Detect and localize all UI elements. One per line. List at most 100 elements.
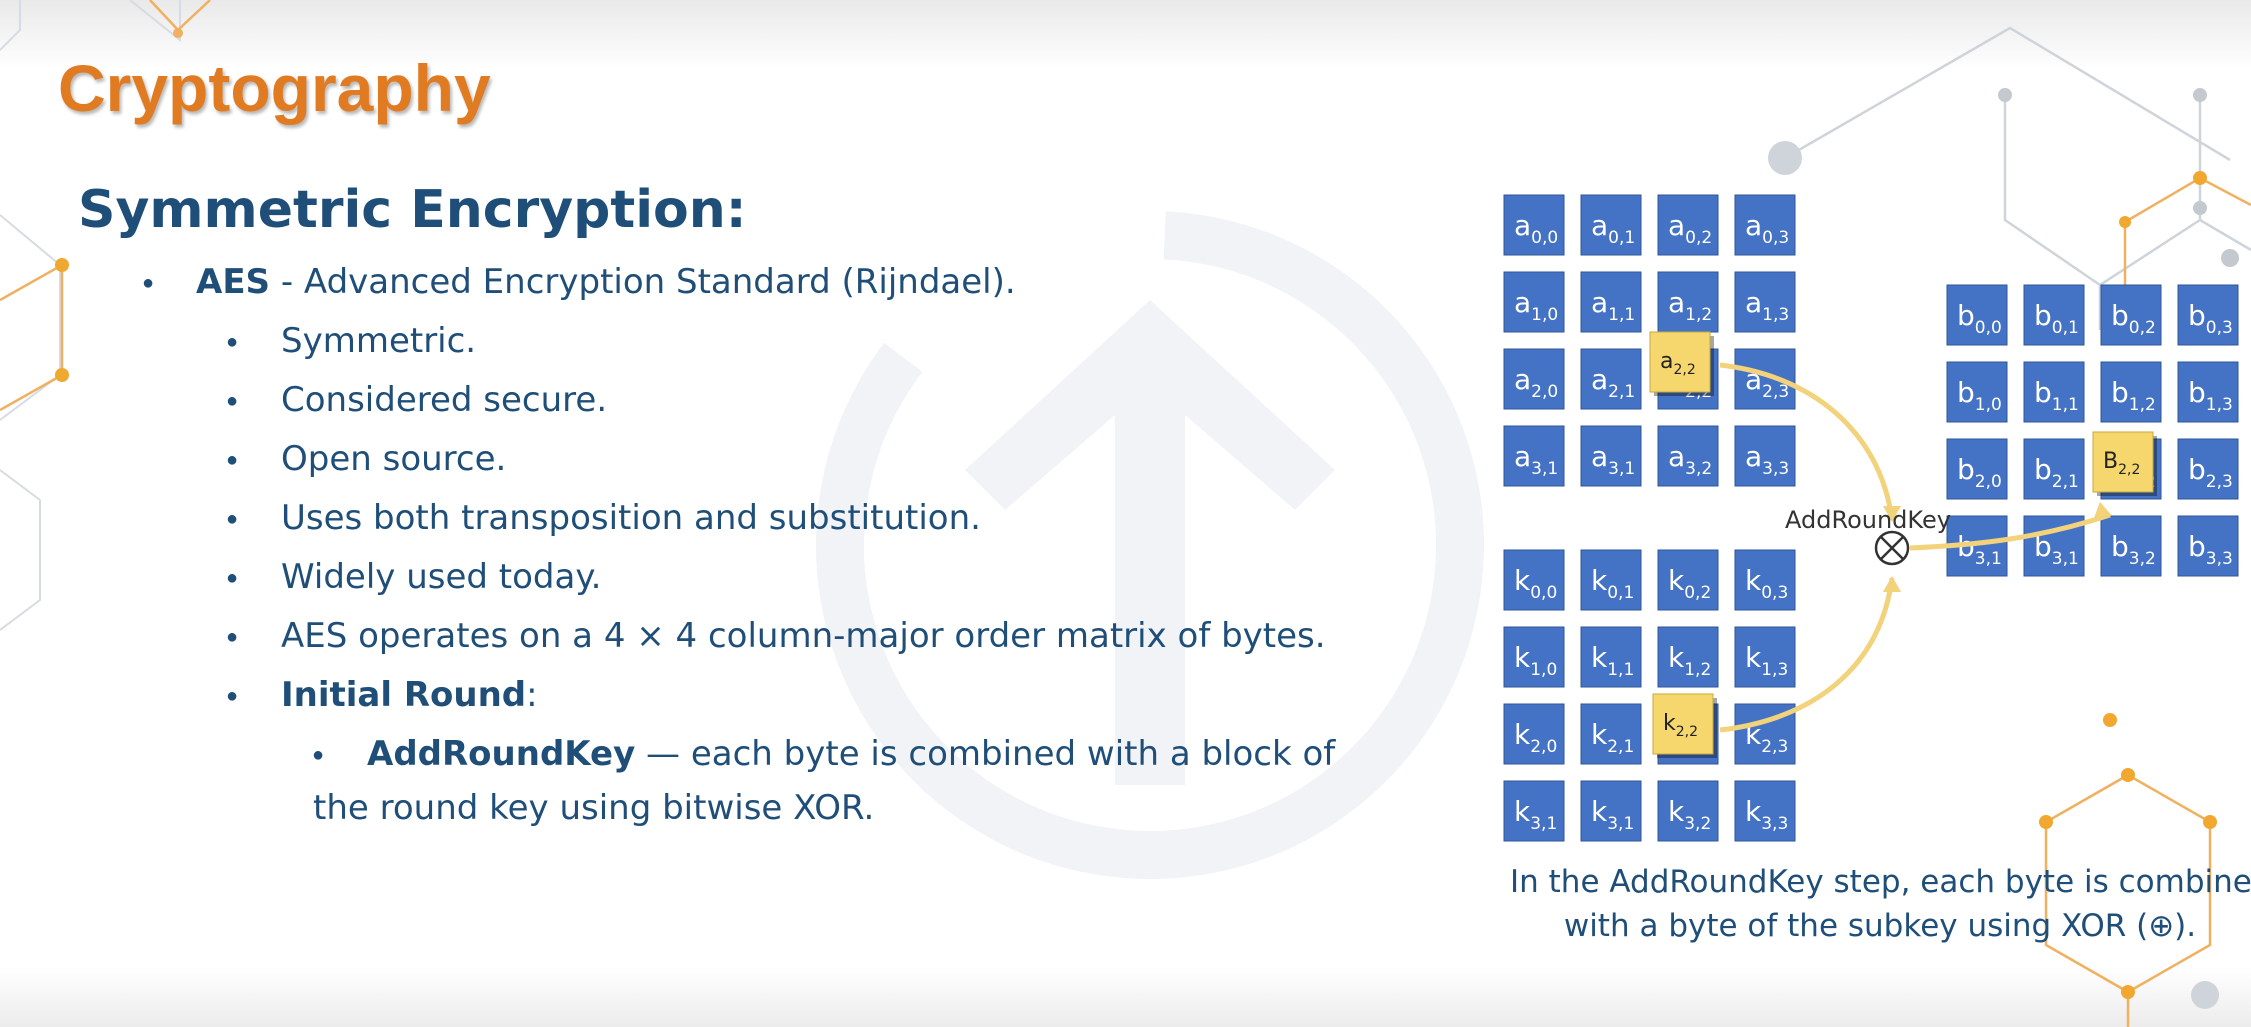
- matrix-k-cell: k0,2: [1657, 549, 1719, 611]
- matrix-k-cell: k3,1: [1503, 780, 1565, 842]
- matrix-a-cell: a0,2: [1657, 194, 1719, 256]
- highlight-k-cell: k2,2: [1652, 693, 1714, 755]
- matrix-a-cell-box: [1657, 425, 1719, 487]
- bullet-initial-round-colon: :: [526, 675, 538, 715]
- matrix-k-cell-box: [1734, 626, 1796, 688]
- matrix-b-cell-box: [2100, 515, 2162, 577]
- matrix-a-cell: a3,2: [1657, 425, 1719, 487]
- matrix-b-cell-box: [2100, 284, 2162, 346]
- matrix-k-cell: k1,1: [1580, 626, 1642, 688]
- matrix-k-cell: k3,1: [1580, 780, 1642, 842]
- matrix-a-cell: a0,0: [1503, 194, 1565, 256]
- bullet-secure: Considered secure.: [281, 380, 608, 420]
- background-bottom-gradient: [0, 967, 2251, 1027]
- matrix-a-cell: a2,3: [1734, 348, 1796, 410]
- matrix-a-cell-box: [1580, 194, 1642, 256]
- bullet-addroundkey-bold: AddRoundKey: [367, 734, 636, 774]
- matrix-b-cell: b1,0: [1946, 361, 2008, 423]
- matrix-k-cell: k3,2: [1657, 780, 1719, 842]
- highlight-a-cell-box: [1649, 331, 1711, 393]
- bullet-initial-round: Initial Round:: [281, 675, 538, 715]
- matrix-a-cell: a1,0: [1503, 271, 1565, 333]
- bullet-addroundkey-text: — each byte is combined with a block of: [635, 734, 1336, 774]
- matrix-a-cell: a3,1: [1503, 425, 1565, 487]
- matrix-k-cell: k2,3: [1734, 703, 1796, 765]
- section-heading: Symmetric Encryption:: [78, 180, 747, 240]
- bullet-addroundkey-continuation: the round key using bitwise XOR.: [313, 788, 875, 828]
- matrix-a-cell-box: [1734, 425, 1796, 487]
- matrix-b-cell-box: [2177, 438, 2239, 500]
- bullet-aes: AES - Advanced Encryption Standard (Rijn…: [196, 262, 1016, 302]
- arrow-head-icon: [1883, 506, 1901, 522]
- matrix-a-cell: a0,1: [1580, 194, 1642, 256]
- matrix-b-cell: b3,2: [2100, 515, 2162, 577]
- bullet-addroundkey: AddRoundKey — each byte is combined with…: [367, 734, 1335, 774]
- caption-line-1: In the AddRoundKey step, each byte is co…: [1510, 864, 2251, 900]
- matrix-a-cell-box: [1503, 194, 1565, 256]
- matrix-k-cell-box: [1657, 626, 1719, 688]
- matrix-k-cell: k1,3: [1734, 626, 1796, 688]
- arrow-2: [1719, 577, 1895, 733]
- matrix-k-cell: k3,3: [1734, 780, 1796, 842]
- matrix-a-cell-box: [1657, 271, 1719, 333]
- matrix-b-cell-box: [2100, 361, 2162, 423]
- matrix-a-cell: a0,3: [1734, 194, 1796, 256]
- bullet-initial-round-bold: Initial Round: [281, 675, 527, 715]
- bullet-dot-icon: ●: [226, 331, 239, 353]
- arrow-1: [1719, 362, 1895, 521]
- bullet-dot-icon: ●: [226, 685, 239, 707]
- matrix-b-cell: b2,3: [2177, 438, 2239, 500]
- matrix-k-cell-box: [1734, 549, 1796, 611]
- matrix-b-cell: b0,0: [1946, 284, 2008, 346]
- highlight-b-cell: B2,2: [2092, 431, 2154, 493]
- bullet-transposition: Uses both transposition and substitution…: [281, 498, 981, 538]
- diagram-caption: In the AddRoundKey step, each byte is co…: [1510, 860, 2251, 948]
- matrix-b-cell-box: [1946, 438, 2008, 500]
- bullet-symmetric: Symmetric.: [281, 321, 477, 361]
- bullet-dot-icon: ●: [312, 744, 325, 766]
- matrix-b-cell-box: [1946, 284, 2008, 346]
- xor-operator-icon: [1874, 530, 1910, 566]
- matrix-b-cell-box: [2023, 361, 2085, 423]
- matrix-a-cell: a1,2: [1657, 271, 1719, 333]
- addroundkey-label: AddRoundKey: [1785, 506, 1951, 534]
- matrix-k-cell: k0,0: [1503, 549, 1565, 611]
- caption-line-2: with a byte of the subkey using XOR (⊕).: [1563, 908, 2197, 944]
- matrix-a-cell: a3,1: [1580, 425, 1642, 487]
- matrix-k-cell-box: [1503, 780, 1565, 842]
- matrix-b-cell: b0,3: [2177, 284, 2239, 346]
- matrix-b-cell: b3,3: [2177, 515, 2239, 577]
- matrix-a-cell-box: [1580, 425, 1642, 487]
- arrow-head-icon: [2093, 501, 2112, 519]
- matrix-b-cell-label: b1,3: [2188, 376, 2233, 415]
- matrix-a-cell: a3,3: [1734, 425, 1796, 487]
- matrix-a-cell-box: [1734, 271, 1796, 333]
- matrix-k-cell: k1,2: [1657, 626, 1719, 688]
- bullet-dot-icon: ●: [226, 567, 239, 589]
- bullet-dot-icon: ●: [142, 272, 155, 294]
- matrix-a-cell: a2,1: [1580, 348, 1642, 410]
- bullet-dot-icon: ●: [226, 390, 239, 412]
- matrix-b-cell: b2,1: [2023, 438, 2085, 500]
- matrix-k-cell-box: [1734, 780, 1796, 842]
- matrix-k-cell-box: [1657, 549, 1719, 611]
- matrix-b-cell-box: [1946, 361, 2008, 423]
- slide-title: Cryptography: [58, 51, 491, 125]
- matrix-b-cell-box: [2177, 361, 2239, 423]
- matrix-k-cell: k2,0: [1503, 703, 1565, 765]
- watermark-arrow-icon: [816, 210, 1484, 879]
- matrix-a-cell: a2,0: [1503, 348, 1565, 410]
- matrix-k-cell-box: [1503, 626, 1565, 688]
- matrix-b-cell-box: [2023, 284, 2085, 346]
- matrix-b-cell: b1,3: [2177, 361, 2239, 423]
- matrix-a-cell-box: [1580, 271, 1642, 333]
- matrix-b-cell-box: [2177, 515, 2239, 577]
- arrow-3: [1909, 512, 2111, 551]
- matrix-b-cell-box: [2023, 438, 2085, 500]
- matrix-k-cell-box: [1580, 703, 1642, 765]
- bullet-aes-text: - Advanced Encryption Standard (Rijndael…: [270, 262, 1016, 302]
